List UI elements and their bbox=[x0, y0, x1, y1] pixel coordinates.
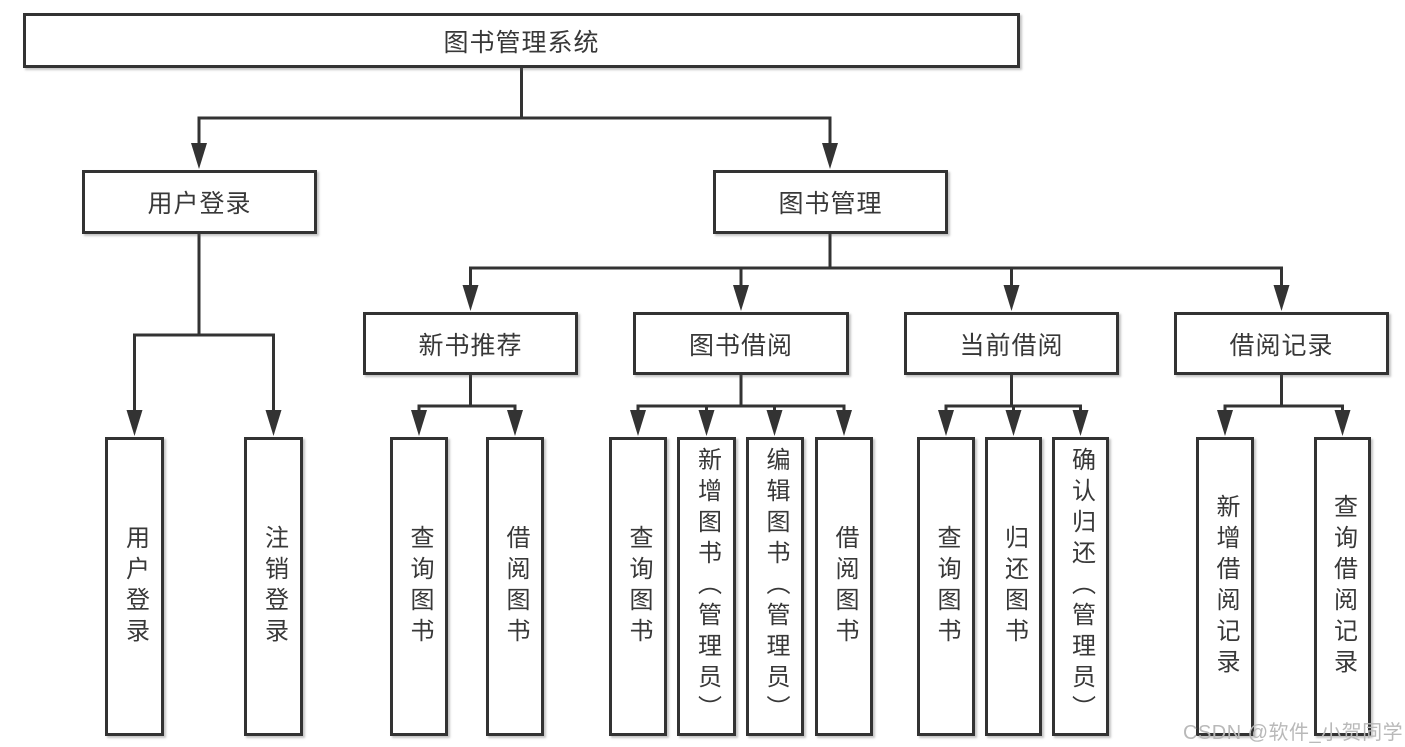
leaf-logout-label: 注销登录 bbox=[260, 524, 288, 649]
leaf-borrow-add-books-admin: 新增图书（管理员） bbox=[677, 437, 736, 736]
node-book-borrow: 图书借阅 bbox=[633, 312, 849, 375]
node-root-label: 图书管理系统 bbox=[443, 28, 600, 57]
connector-root-split bbox=[191, 68, 838, 169]
node-root: 图书管理系统 bbox=[23, 13, 1020, 68]
leaf-current-confirm-return-admin: 确认归还（管理员） bbox=[1052, 437, 1109, 736]
leaf-records-query: 查询借阅记录 bbox=[1314, 437, 1371, 736]
leaf-user-login-label: 用户登录 bbox=[121, 524, 149, 649]
leaf-borrow-edit-books-admin-label: 编辑图书（管理员） bbox=[762, 447, 789, 726]
node-user-login: 用户登录 bbox=[82, 170, 317, 234]
connector-book-management-split bbox=[462, 234, 1290, 311]
leaf-user-login: 用户登录 bbox=[105, 437, 164, 736]
connector-new-book-split bbox=[411, 375, 523, 436]
connector-user-login-split bbox=[126, 234, 282, 436]
node-new-book-recommend: 新书推荐 bbox=[363, 312, 578, 375]
leaf-borrow-edit-books-admin: 编辑图书（管理员） bbox=[746, 437, 804, 736]
leaf-borrow-borrow-books-label: 借阅图书 bbox=[831, 524, 858, 649]
node-book-management-label: 图书管理 bbox=[778, 190, 883, 218]
leaf-records-add: 新增借阅记录 bbox=[1196, 437, 1254, 736]
leaf-current-return-books-label: 归还图书 bbox=[1000, 524, 1028, 649]
node-current-borrow-label: 当前借阅 bbox=[959, 331, 1064, 360]
node-user-login-label: 用户登录 bbox=[147, 190, 252, 218]
leaf-records-query-label: 查询借阅记录 bbox=[1329, 493, 1357, 680]
leaf-current-return-books: 归还图书 bbox=[985, 437, 1042, 736]
connector-current-borrow-split bbox=[938, 375, 1089, 436]
node-borrow-records: 借阅记录 bbox=[1174, 312, 1389, 375]
leaf-borrow-add-books-admin-label: 新增图书（管理员） bbox=[693, 447, 721, 726]
leaf-current-query-books: 查询图书 bbox=[917, 437, 975, 736]
node-book-borrow-label: 图书借阅 bbox=[688, 331, 793, 360]
leaf-borrow-query-books: 查询图书 bbox=[609, 437, 667, 736]
node-current-borrow: 当前借阅 bbox=[904, 312, 1119, 375]
connector-borrow-record-split bbox=[1217, 375, 1351, 436]
leaf-current-query-books-label: 查询图书 bbox=[933, 524, 960, 649]
leaf-newbook-borrow-books: 借阅图书 bbox=[486, 437, 544, 736]
node-new-book-recommend-label: 新书推荐 bbox=[418, 331, 523, 360]
leaf-newbook-query-books-label: 查询图书 bbox=[406, 524, 433, 649]
leaf-records-add-label: 新增借阅记录 bbox=[1212, 493, 1239, 680]
csdn-watermark: CSDN @软件_小贺同学 bbox=[1183, 722, 1404, 744]
connector-book-borrow-split bbox=[630, 375, 852, 436]
node-borrow-records-label: 借阅记录 bbox=[1229, 331, 1334, 360]
leaf-borrow-borrow-books: 借阅图书 bbox=[815, 437, 873, 736]
leaf-current-confirm-return-admin-label: 确认归还（管理员） bbox=[1067, 447, 1095, 726]
leaf-newbook-borrow-books-label: 借阅图书 bbox=[502, 524, 529, 649]
leaf-newbook-query-books: 查询图书 bbox=[390, 437, 448, 736]
leaf-borrow-query-books-label: 查询图书 bbox=[625, 524, 652, 649]
leaf-logout: 注销登录 bbox=[244, 437, 303, 736]
node-book-management: 图书管理 bbox=[713, 170, 948, 234]
